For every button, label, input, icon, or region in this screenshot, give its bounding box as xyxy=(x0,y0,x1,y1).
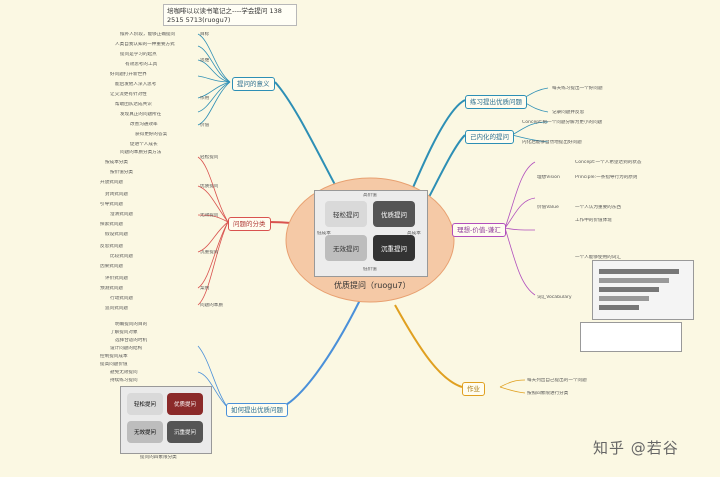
ideal-item: Principle:一条指导行为的原则 xyxy=(575,175,638,180)
meaning-item: 帮助团队达成共识 xyxy=(115,102,152,107)
howto-q3: 无效提问 xyxy=(127,421,163,443)
quadrant-bottom-label: 低价值 xyxy=(363,267,377,272)
classify-item: 按成本分类 xyxy=(105,160,128,165)
howto-item: 持续练习提问 xyxy=(110,378,138,383)
zhihu-watermark: 知乎 @若谷 xyxy=(593,439,679,457)
meaning-item: 能启发他人深入思考 xyxy=(115,82,157,87)
quadrant-invalid: 无效提问 xyxy=(325,235,367,261)
meaning-item: 改善沟通效率 xyxy=(130,122,158,127)
ideal-item: Concept:一个人希望达到的状态 xyxy=(575,160,642,165)
ideal-item: 一个人认为重要的东西 xyxy=(575,205,621,210)
vocabulary-chart-image xyxy=(592,260,694,320)
classify-item: 澄清式问题 xyxy=(110,212,133,217)
classify-label: 沉重提问 xyxy=(200,250,219,255)
meaning-label: 价值 xyxy=(200,123,210,128)
classify-item: 探索式问题 xyxy=(100,222,123,227)
meaning-label: 作用 xyxy=(200,96,210,101)
classify-item: 按价值分类 xyxy=(110,170,133,175)
chart-bar xyxy=(599,296,649,301)
classify-item: 追问式问题 xyxy=(105,306,128,311)
howto-item: 设计问题的结构 xyxy=(110,346,143,351)
classify-item: 封闭式问题 xyxy=(105,192,128,197)
howto-q4: 沉重提问 xyxy=(167,421,203,443)
classify-label: 问题的本质 xyxy=(200,303,223,308)
chart-bar xyxy=(599,278,669,283)
howto-quadrant-image: 轻松提问 优质提问 无效提问 沉重提问 xyxy=(120,386,212,454)
quadrant-right-label: 高成本 xyxy=(407,231,421,236)
define-item: 记录问题并反思 xyxy=(552,110,585,115)
branch-homework[interactable]: 作业 xyxy=(462,382,485,396)
meaning-item: 好问题打开新世界 xyxy=(110,72,147,77)
document-title: 培咖啡以以读书笔记之----学会提问 138 2515 5713(ruogu7) xyxy=(163,4,297,26)
chart-bar xyxy=(599,287,659,292)
classify-item: 引导式问题 xyxy=(100,202,123,207)
quadrant-left-label: 低成本 xyxy=(317,231,331,236)
classify-item: 假设式问题 xyxy=(105,232,128,237)
homework-item: 每天列出自己提出的一个问题 xyxy=(527,378,587,383)
classify-item: 行动式问题 xyxy=(110,296,133,301)
meaning-item: 人类自我认知的一种重要方式 xyxy=(115,42,175,47)
homework-item: 按照四象限进行分类 xyxy=(527,391,569,396)
ideal-item: 价值Value xyxy=(537,205,559,210)
branch-ideal[interactable]: 理想-价值-谦汇 xyxy=(452,223,506,237)
meaning-label: 思维 xyxy=(200,58,210,63)
ideal-item: 词汇Vocabulary xyxy=(537,295,572,300)
classify-label: 无效提问 xyxy=(200,213,219,218)
quadrant-diagram: 高价值 低价值 低成本 高成本 轻松提问 优质提问 无效提问 沉重提问 xyxy=(314,190,428,277)
classify-item: 预测式问题 xyxy=(100,286,123,291)
ideal-item: 工作中的价值体现 xyxy=(575,218,612,223)
branch-howto[interactable]: 如何提出优质问题 xyxy=(226,403,288,417)
howto-item: 提高问题价值 xyxy=(100,362,128,367)
classify-label: 案例 xyxy=(200,286,210,291)
classify-item: 因果式问题 xyxy=(100,264,123,269)
meaning-item: 有效思考的工具 xyxy=(125,62,158,67)
classify-item: 反思式问题 xyxy=(100,244,123,249)
self-item: 内化后能够自然地提出好问题 xyxy=(522,140,582,145)
meaning-item: 让交流更有针对性 xyxy=(110,92,147,97)
howto-q2: 优质提问 xyxy=(167,393,203,415)
quadrant-heavy: 沉重提问 xyxy=(373,235,415,261)
meaning-item: 获得更好的答案 xyxy=(135,132,168,137)
classify-item: 比较式问题 xyxy=(110,254,133,259)
classify-item: 问题的本质分类方法 xyxy=(120,150,162,155)
classify-label: 轻松提问 xyxy=(200,155,219,160)
quadrant-quality: 优质提问 xyxy=(373,201,415,227)
branch-define[interactable]: 练习提出优质问题 xyxy=(465,95,527,109)
howto-q1: 轻松提问 xyxy=(127,393,163,415)
howto-item: 选择合适的时机 xyxy=(115,338,148,343)
quadrant-easy: 轻松提问 xyxy=(325,201,367,227)
howto-item: 控制提问成本 xyxy=(100,354,128,359)
ideal-item: 一个人能够使用的词汇 xyxy=(575,255,621,260)
define-item: 每天练习提出一个好问题 xyxy=(552,86,603,91)
self-item: Concept:把一个问题分解为更小的问题 xyxy=(522,120,603,125)
classify-item: 评价式问题 xyxy=(105,276,128,281)
branch-classify[interactable]: 问题的分类 xyxy=(228,217,271,231)
ideal-item: 理想Vision xyxy=(537,175,560,180)
meaning-item: 提问是学习的起点 xyxy=(120,52,157,57)
branch-self[interactable]: 己内化的提问 xyxy=(465,130,514,144)
central-topic[interactable]: 优质提问（ruogu7） xyxy=(334,281,411,290)
chart-bar xyxy=(599,269,679,274)
meaning-item: 促进个人成长 xyxy=(130,142,158,147)
quadrant-top-label: 高价值 xyxy=(363,193,377,198)
branch-meaning[interactable]: 提问的意义 xyxy=(232,77,275,91)
meaning-label: 目标 xyxy=(200,32,210,37)
howto-caption: 提问的四象限分类 xyxy=(140,455,177,460)
meaning-item: 发现真正的问题所在 xyxy=(120,112,162,117)
vocabulary-note-image xyxy=(580,322,682,352)
howto-item: 了解提问对象 xyxy=(110,330,138,335)
classify-label: 优质提问 xyxy=(200,184,219,189)
meaning-item: 候补人阶段，能够正确提问 xyxy=(120,32,176,37)
classify-item: 开放式问题 xyxy=(100,180,123,185)
howto-item: 避免无效提问 xyxy=(110,370,138,375)
howto-item: 明确提问的目的 xyxy=(115,322,148,327)
chart-bar xyxy=(599,305,639,310)
